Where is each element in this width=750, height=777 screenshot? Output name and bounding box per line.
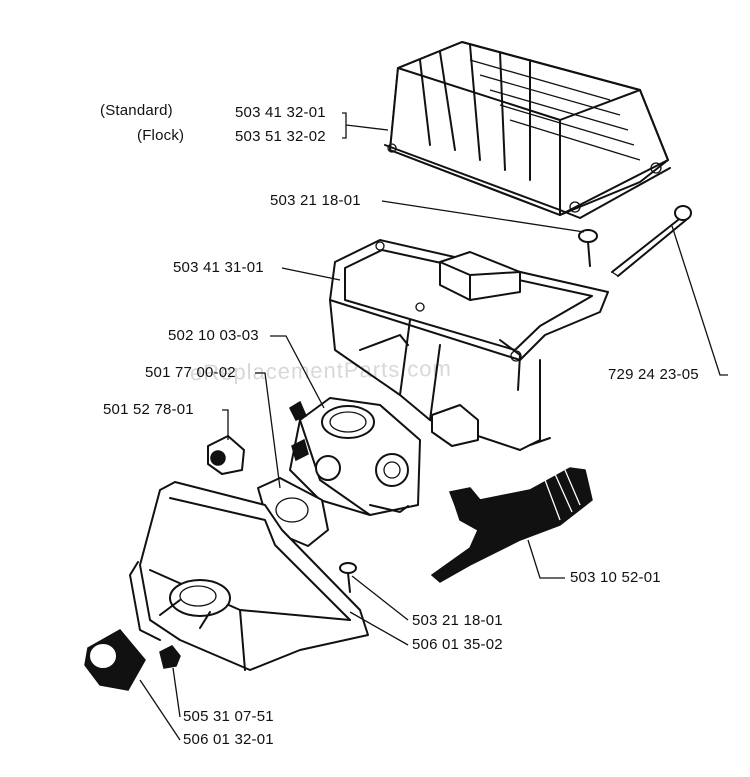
air-filter-drawing (384, 41, 671, 219)
throttle-rod-drawing (430, 467, 593, 583)
part-number-505-31-07-51: 505 31 07-51 (183, 708, 274, 725)
label-standard: (Standard) (100, 102, 173, 119)
carburetor-drawing (289, 334, 421, 516)
part-number-503-51-32-02: 503 51 32-02 (235, 128, 326, 145)
small-nut-drawing (159, 645, 181, 669)
part-number-503-41-31-01: 503 41 31-01 (173, 259, 264, 276)
part-number-503-21-18-01-top: 503 21 18-01 (270, 192, 361, 209)
part-number-501-52-78-01: 501 52 78-01 (103, 401, 194, 418)
part-number-729-24-23-05: 729 24 23-05 (608, 366, 699, 383)
part-number-501-77-00-02: 501 77 00-02 (145, 364, 236, 381)
screw-top-drawing (578, 229, 598, 267)
rubber-sleeve-drawing (84, 629, 146, 691)
filter-base-drawing (329, 239, 609, 451)
leader-lines (139, 112, 728, 741)
bushing-drawing (207, 435, 245, 475)
part-number-503-21-18-01-bottom: 503 21 18-01 (412, 612, 503, 629)
label-flock: (Flock) (137, 127, 185, 144)
part-number-502-10-03-03: 502 10 03-03 (168, 327, 259, 344)
long-bolt-drawing (611, 205, 692, 277)
part-number-503-41-32-01: 503 41 32-01 (235, 104, 326, 121)
part-number-506-01-35-02: 506 01 35-02 (412, 636, 503, 653)
part-number-503-10-52-01: 503 10 52-01 (570, 569, 661, 586)
intake-elbow-drawing (129, 481, 369, 671)
part-number-506-01-32-01: 506 01 32-01 (183, 731, 274, 748)
screw-bottom-drawing (339, 562, 357, 593)
